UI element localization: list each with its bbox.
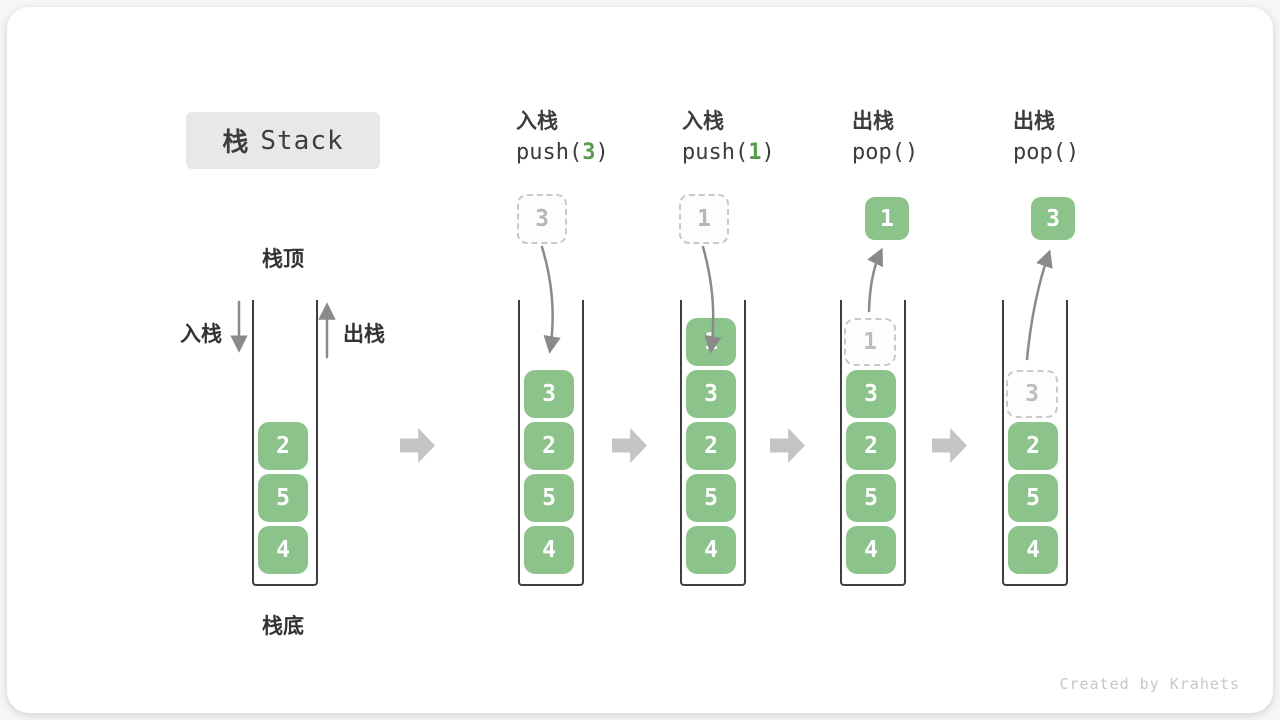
code-post: ) — [761, 140, 775, 165]
stack-cell: 5 — [1008, 474, 1058, 522]
stack-cell: 2 — [1008, 422, 1058, 470]
stack-container-3: 1 3 2 5 4 — [680, 300, 746, 586]
title-badge: 栈 Stack — [186, 112, 380, 169]
watermark: Created by Krahets — [1059, 675, 1240, 693]
stack-cell: 5 — [258, 474, 308, 522]
code-post: ) — [595, 140, 609, 165]
code-pre: pop( — [852, 140, 905, 165]
operation-code: pop() — [1013, 136, 1079, 170]
operation-code: pop() — [852, 136, 918, 170]
code-post: ) — [904, 140, 919, 165]
operation-code: push(3) — [516, 136, 609, 170]
popped-value-box: 1 — [865, 197, 909, 240]
stack-cell: 4 — [524, 526, 574, 574]
operation-action: 入栈 — [516, 109, 558, 133]
stack-bottom-label: 栈底 — [262, 614, 304, 638]
title-en: Stack — [260, 125, 344, 156]
stack-cell: 3 — [686, 370, 736, 418]
stack-cell: 2 — [258, 422, 308, 470]
stack-cell: 4 — [258, 526, 308, 574]
code-arg: 3 — [582, 140, 596, 165]
stack-top-label: 栈顶 — [262, 247, 304, 271]
stack-cell: 4 — [846, 526, 896, 574]
stack-cell: 4 — [686, 526, 736, 574]
code-pre: push( — [682, 140, 749, 165]
stack-cell: 5 — [846, 474, 896, 522]
push-side-label: 入栈 — [180, 322, 222, 346]
stack-container-4: 1 3 2 5 4 — [840, 300, 906, 586]
incoming-value-box: 3 — [517, 194, 567, 244]
code-arg: 1 — [748, 140, 762, 165]
stack-cell: 3 — [846, 370, 896, 418]
stack-container-1: 2 5 4 — [252, 300, 318, 586]
code-pre: pop( — [1013, 140, 1066, 165]
stack-container-2: 3 2 5 4 — [518, 300, 584, 586]
stack-cell: 2 — [846, 422, 896, 470]
code-post: ) — [1065, 140, 1080, 165]
operation-action: 入栈 — [682, 109, 724, 133]
popped-value-box: 3 — [1031, 197, 1075, 240]
operation-label-pop-1: 出栈 pop() — [852, 106, 918, 170]
operation-code: push(1) — [682, 136, 775, 170]
ghost-cell: 1 — [844, 318, 896, 366]
stack-cell: 5 — [524, 474, 574, 522]
stack-cell: 1 — [686, 318, 736, 366]
operation-label-push-3: 入栈 push(3) — [516, 106, 609, 170]
operation-label-push-1: 入栈 push(1) — [682, 106, 775, 170]
operation-label-pop-3: 出栈 pop() — [1013, 106, 1079, 170]
stack-cell: 3 — [524, 370, 574, 418]
stack-cell: 2 — [686, 422, 736, 470]
ghost-cell: 3 — [1006, 370, 1058, 418]
pop-side-label: 出栈 — [343, 322, 385, 346]
code-pre: push( — [516, 140, 583, 165]
operation-action: 出栈 — [852, 109, 894, 133]
stack-cell: 4 — [1008, 526, 1058, 574]
stack-container-5: 3 2 5 4 — [1002, 300, 1068, 586]
incoming-value-box: 1 — [679, 194, 729, 244]
operation-action: 出栈 — [1013, 109, 1055, 133]
stack-cell: 5 — [686, 474, 736, 522]
title-cn: 栈 — [222, 128, 249, 158]
stack-cell: 2 — [524, 422, 574, 470]
